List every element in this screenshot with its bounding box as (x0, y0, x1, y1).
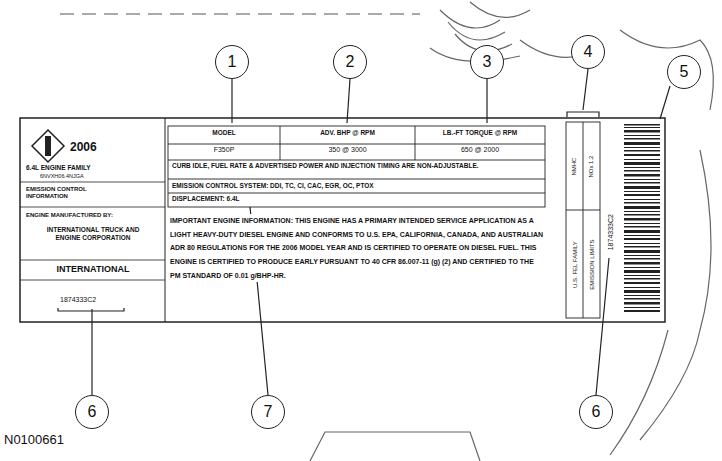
section-heading: ENGINE MANUFACTURED BY: (26, 212, 160, 219)
panel-rules (20, 182, 165, 280)
column-text: U.S. FEL FAMILY (571, 241, 578, 288)
table-row: EMISSION CONTROL SYSTEM: DDI, TC, CI, CA… (172, 182, 542, 190)
column-text: EMISSION LIMITS (589, 239, 596, 289)
figure-code: N0100661 (4, 432, 64, 448)
part-number: 1874333C2 (60, 296, 96, 304)
callout-text: 2 (346, 53, 355, 71)
callout-number: 2 (333, 45, 367, 79)
engine-family: 6.4L ENGINE FAMILY (26, 164, 160, 172)
table-row: DISPLACEMENT: 6.4L (172, 195, 372, 203)
table-row: CURB IDLE, FUEL RATE & ADVERTISED POWER … (172, 162, 542, 170)
callout-text: 5 (680, 63, 689, 81)
callout-text: 7 (264, 403, 273, 421)
table-header: LB.-FT TORQUE @ RPM (415, 129, 545, 137)
callout-number: 7 (251, 395, 285, 429)
brand-name: INTERNATIONAL (26, 264, 160, 275)
callout-number: 3 (470, 45, 504, 79)
callout-text: 4 (584, 43, 593, 61)
column-text: NMHC (571, 157, 578, 175)
engine-information: IMPORTANT ENGINE INFORMATION: THIS ENGIN… (170, 214, 544, 282)
table-cell: F350P (168, 146, 280, 154)
callout-number: 4 (571, 35, 605, 69)
company-logo (32, 130, 64, 162)
table-cell: 350 @ 3000 (280, 146, 415, 154)
part-number: 1874333C2 (607, 214, 615, 250)
dashed-outline (60, 13, 420, 14)
table-header: ADV. BHP @ RPM (280, 129, 415, 137)
callout-number: 6 (75, 395, 109, 429)
callout-text: 6 (88, 403, 97, 421)
model-year: 2006 (70, 140, 97, 154)
callout-text: 6 (592, 403, 601, 421)
manufacturer: INTERNATIONAL TRUCK AND ENGINE CORPORATI… (36, 226, 150, 242)
callout-number: 1 (215, 45, 249, 79)
table-cell: 650 @ 2000 (415, 146, 545, 154)
table-header: MODEL (168, 129, 280, 137)
callout-number: 6 (579, 395, 613, 429)
family-code: 6NVXH06.4NJGA (40, 173, 84, 180)
leader-lines (58, 69, 670, 395)
barcode (624, 124, 660, 312)
data-table (168, 126, 545, 207)
callout-number: 5 (667, 55, 701, 89)
column-text: NOx 1.2 (588, 155, 595, 177)
emission-columns (566, 122, 600, 318)
panel-divider (165, 118, 166, 322)
section-heading: EMISSION CONTROL INFORMATION (26, 186, 116, 200)
callout-text: 3 (483, 53, 492, 71)
callout-text: 1 (228, 53, 237, 71)
label-outline (20, 118, 665, 322)
